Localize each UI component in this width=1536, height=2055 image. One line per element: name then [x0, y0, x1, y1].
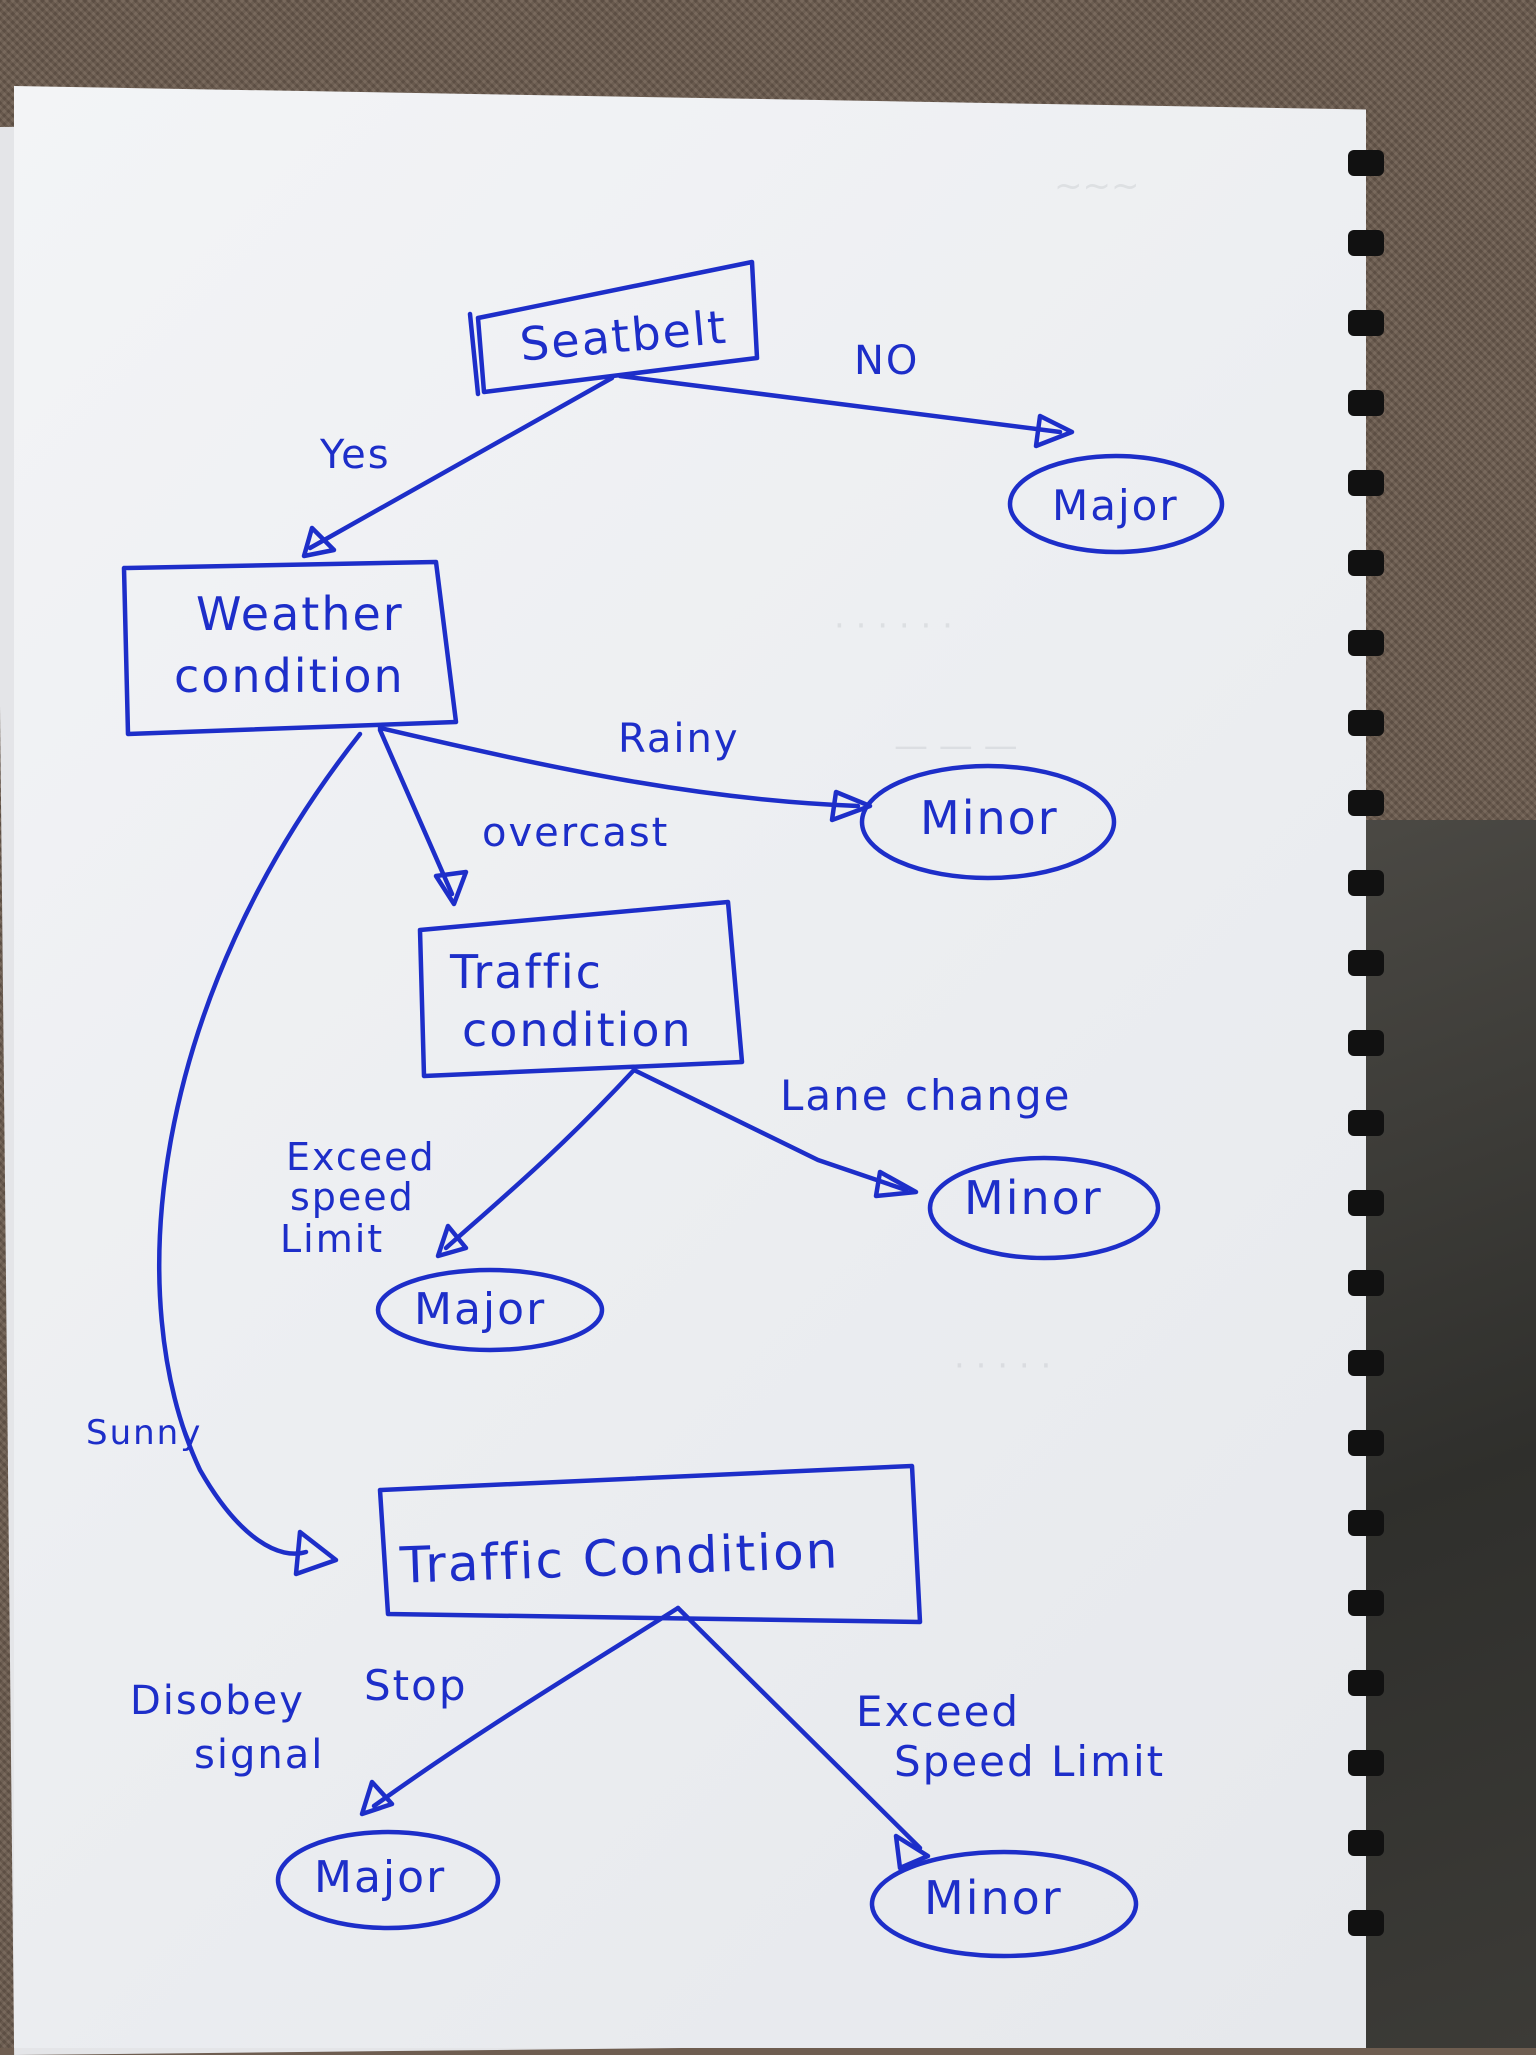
edge-yes — [307, 375, 615, 551]
minor-leaf-3-label: Minor — [924, 1871, 1063, 1925]
edge-exceed-speed-2 — [675, 1605, 923, 1851]
binding-ring — [1348, 790, 1384, 816]
binding-ring — [1348, 1830, 1384, 1856]
binding-ring — [1348, 1510, 1384, 1536]
major-leaf-2-label: Major — [414, 1284, 546, 1335]
lane-change-edge-label: Lane change — [780, 1071, 1072, 1120]
binding-ring — [1348, 310, 1384, 336]
disobey-signal-line1: Disobey — [130, 1678, 305, 1724]
edge-disobey-signal — [371, 1605, 681, 1809]
binding-ring — [1348, 1110, 1384, 1136]
binding-ring — [1348, 470, 1384, 496]
binding-ring — [1348, 1030, 1384, 1056]
exceed-speed-2-line1: Exceed — [856, 1687, 1020, 1736]
binding-ring — [1348, 1910, 1384, 1936]
binding-ring — [1348, 390, 1384, 416]
binding-ring — [1348, 1670, 1384, 1696]
edge-overcast — [377, 727, 455, 897]
exceed-speed-1-line2: speed — [290, 1175, 415, 1219]
exceed-speed-2-line2: Speed Limit — [894, 1737, 1165, 1786]
no-edge-label: NO — [854, 338, 919, 384]
binding-ring — [1348, 1750, 1384, 1776]
disobey-signal-line2: signal — [194, 1732, 324, 1778]
arrowhead — [359, 1779, 395, 1817]
arrowhead — [433, 869, 469, 907]
binding-ring — [1348, 550, 1384, 576]
weather-label-line1: Weather — [196, 587, 404, 641]
major-leaf-3-label: Major — [314, 1852, 446, 1903]
exceed-speed-1-line1: Exceed — [286, 1135, 436, 1179]
notebook-page: ~~~ · · · · · · — — — · · · · · — [14, 86, 1366, 2048]
edge-sunny — [157, 731, 363, 1556]
minor-leaf-1-label: Minor — [920, 791, 1059, 845]
bleed-through-mark: ~~~ — [1054, 166, 1140, 206]
binding-ring — [1348, 1590, 1384, 1616]
rainy-edge-label: Rainy — [618, 716, 740, 762]
arrowhead — [293, 1529, 339, 1577]
major-leaf-2-oval — [375, 1267, 605, 1353]
arrowhead — [893, 1833, 931, 1871]
bleed-through-mark: · · · · · · — [834, 606, 953, 646]
binding-ring — [1348, 950, 1384, 976]
binding-ring — [1348, 150, 1384, 176]
overcast-edge-label: overcast — [482, 810, 669, 856]
bleed-through-mark: — — — — [894, 726, 1018, 766]
binding-ring — [1348, 1270, 1384, 1296]
weather-condition-node — [121, 559, 459, 737]
traffic-condition-node-1 — [417, 899, 745, 1079]
major-leaf-3-oval — [275, 1829, 501, 1931]
arrowhead — [873, 1169, 919, 1199]
traffic-2-label: Traffic Condition — [398, 1521, 840, 1594]
arrowhead — [1033, 413, 1075, 449]
binding-ring — [1348, 710, 1384, 736]
binding-ring — [1348, 230, 1384, 256]
traffic-1-label-line2: condition — [462, 1003, 693, 1057]
seatbelt-label: Seatbelt — [518, 300, 730, 372]
bleed-through-mark: · · · · · — [954, 1346, 1052, 1386]
spiral-binding — [1320, 50, 1410, 2048]
binding-ring — [1348, 630, 1384, 656]
traffic-condition-node-2 — [377, 1463, 923, 1625]
binding-ring — [1348, 1430, 1384, 1456]
weather-label-line2: condition — [174, 649, 405, 703]
stop-edge-label: Stop — [364, 1661, 467, 1710]
yes-edge-label: Yes — [319, 432, 391, 478]
minor-leaf-1-oval — [859, 763, 1117, 881]
exceed-speed-1-line3: Limit — [280, 1217, 384, 1261]
edge-no — [617, 373, 1063, 435]
arrowhead — [435, 1223, 469, 1259]
major-leaf-1-oval — [1007, 453, 1225, 555]
traffic-1-label-line1: Traffic — [449, 945, 603, 999]
minor-leaf-2-label: Minor — [964, 1171, 1103, 1225]
binding-ring — [1348, 870, 1384, 896]
arrowhead — [301, 525, 337, 559]
edge-exceed-speed-1 — [443, 1067, 637, 1251]
minor-leaf-2-oval — [927, 1155, 1161, 1261]
binding-ring — [1348, 1190, 1384, 1216]
major-leaf-1-label: Major — [1052, 481, 1179, 530]
edge-rainy — [377, 725, 861, 809]
arrowhead — [829, 789, 873, 823]
sunny-edge-label: Sunny — [86, 1413, 202, 1453]
minor-leaf-3-oval — [869, 1849, 1139, 1959]
seatbelt-node — [467, 259, 760, 397]
binding-ring — [1348, 1350, 1384, 1376]
